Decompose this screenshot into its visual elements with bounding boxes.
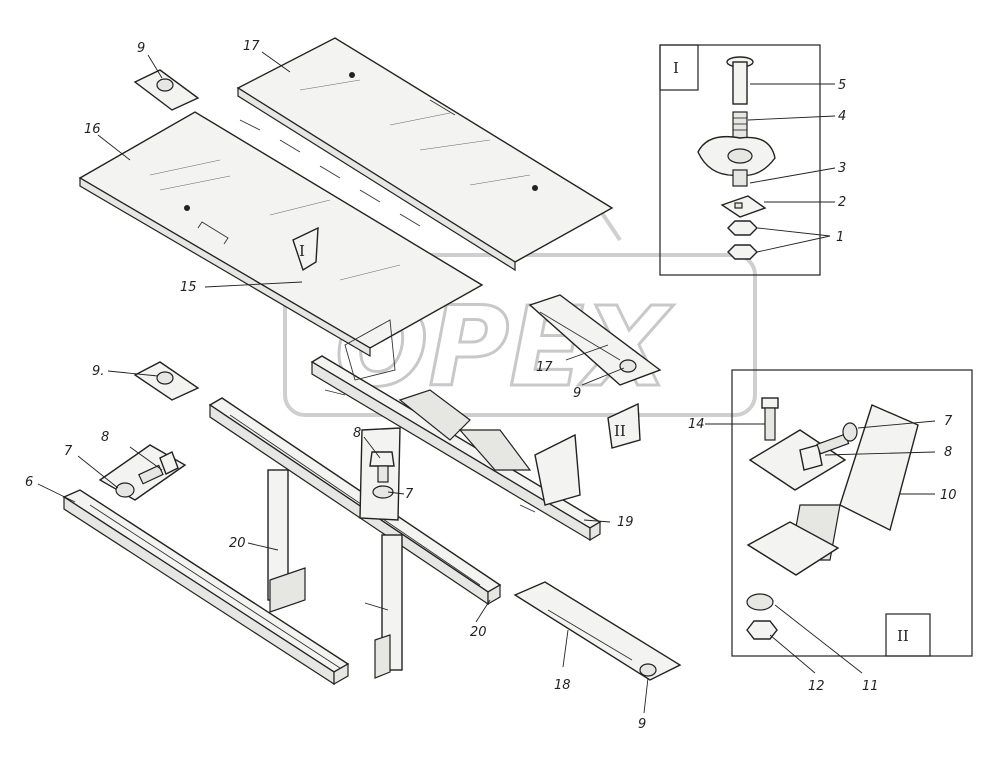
callout-10: 15 bbox=[180, 280, 197, 295]
plate-2 bbox=[720, 195, 767, 218]
washer-plate-9-top bbox=[133, 69, 200, 111]
nuts-1 bbox=[727, 220, 758, 260]
callout-18: 19 bbox=[617, 515, 634, 530]
view-marker-1-label: I bbox=[299, 242, 305, 260]
view-marker-1: I bbox=[292, 226, 319, 272]
bolt-set-left bbox=[98, 444, 187, 501]
washer-15 bbox=[746, 593, 774, 611]
callout-9-top: 9 bbox=[137, 41, 145, 56]
callout-7-center: 7 bbox=[405, 487, 414, 502]
callout-4: 4 bbox=[838, 109, 846, 124]
callout-9-left: 9. bbox=[92, 364, 104, 379]
stud-5 bbox=[726, 56, 754, 105]
callout-9-upper-pin: 9 bbox=[573, 386, 581, 401]
callout-2: 2 bbox=[838, 195, 846, 210]
callout-1: 1 bbox=[836, 230, 844, 245]
detail-view-1: I bbox=[659, 44, 821, 276]
deck-panel-11 bbox=[78, 111, 484, 358]
washer-9-upper-pin bbox=[619, 359, 637, 373]
washer-plate-9-left bbox=[133, 361, 200, 401]
beam-6 bbox=[62, 489, 350, 686]
spring-4 bbox=[732, 111, 748, 139]
callout-14: 10 bbox=[940, 488, 957, 503]
callout-7-detail: 7 bbox=[944, 414, 953, 429]
callout-15: 11 bbox=[862, 679, 879, 694]
bolt-set-center bbox=[359, 427, 401, 521]
callout-8-detail: 8 bbox=[944, 445, 952, 460]
leg-20-right bbox=[374, 534, 403, 679]
bolt-13 bbox=[761, 397, 779, 441]
nut-16 bbox=[746, 620, 778, 640]
detail-view-1-frame bbox=[659, 44, 821, 276]
callout-17-upper: 17 bbox=[536, 360, 553, 375]
washer-9-lower-pin bbox=[639, 663, 657, 677]
callout-9-lower-pin: 9 bbox=[638, 717, 646, 732]
leg-20-left bbox=[267, 469, 306, 613]
view-marker-2-label: II bbox=[614, 422, 626, 440]
detail-view-2-frame bbox=[731, 369, 973, 657]
callout-16: 12 bbox=[808, 679, 825, 694]
callout-12: 17 bbox=[243, 39, 260, 54]
callout-3: 3 bbox=[838, 161, 846, 176]
detail-view-2-label: II bbox=[897, 627, 909, 645]
detail-view-2-label-box bbox=[885, 613, 931, 657]
detail-view-1-label-box bbox=[659, 44, 699, 91]
crossbeam-19 bbox=[208, 397, 502, 606]
leader-lines bbox=[37, 51, 936, 714]
washer-7-detail bbox=[842, 422, 858, 442]
callout-6: 6 bbox=[25, 475, 33, 490]
pin-plate-17-lower bbox=[513, 581, 682, 681]
callout-13: 14 bbox=[688, 417, 705, 432]
frame-channel-18 bbox=[310, 319, 602, 542]
callout-labels: 17 9 16 15 9. 8 7 6 8 7 17 9 19 20 20 18… bbox=[25, 39, 957, 732]
callout-8-left: 8 bbox=[101, 430, 109, 445]
cup-3 bbox=[697, 135, 776, 187]
callout-19: 20 bbox=[470, 625, 487, 640]
detail-view-2: II bbox=[731, 369, 973, 657]
callout-8-center: 8 bbox=[353, 426, 361, 441]
callout-11: 16 bbox=[84, 122, 101, 137]
detail-view-1-label: I bbox=[673, 59, 679, 77]
callout-20-left: 20 bbox=[229, 536, 246, 551]
callout-17-lower: 18 bbox=[554, 678, 571, 693]
view-marker-2: II bbox=[607, 402, 641, 449]
callout-7-left: 7 bbox=[64, 444, 73, 459]
deck-panel-12 bbox=[236, 37, 614, 272]
callout-5: 5 bbox=[838, 78, 846, 93]
